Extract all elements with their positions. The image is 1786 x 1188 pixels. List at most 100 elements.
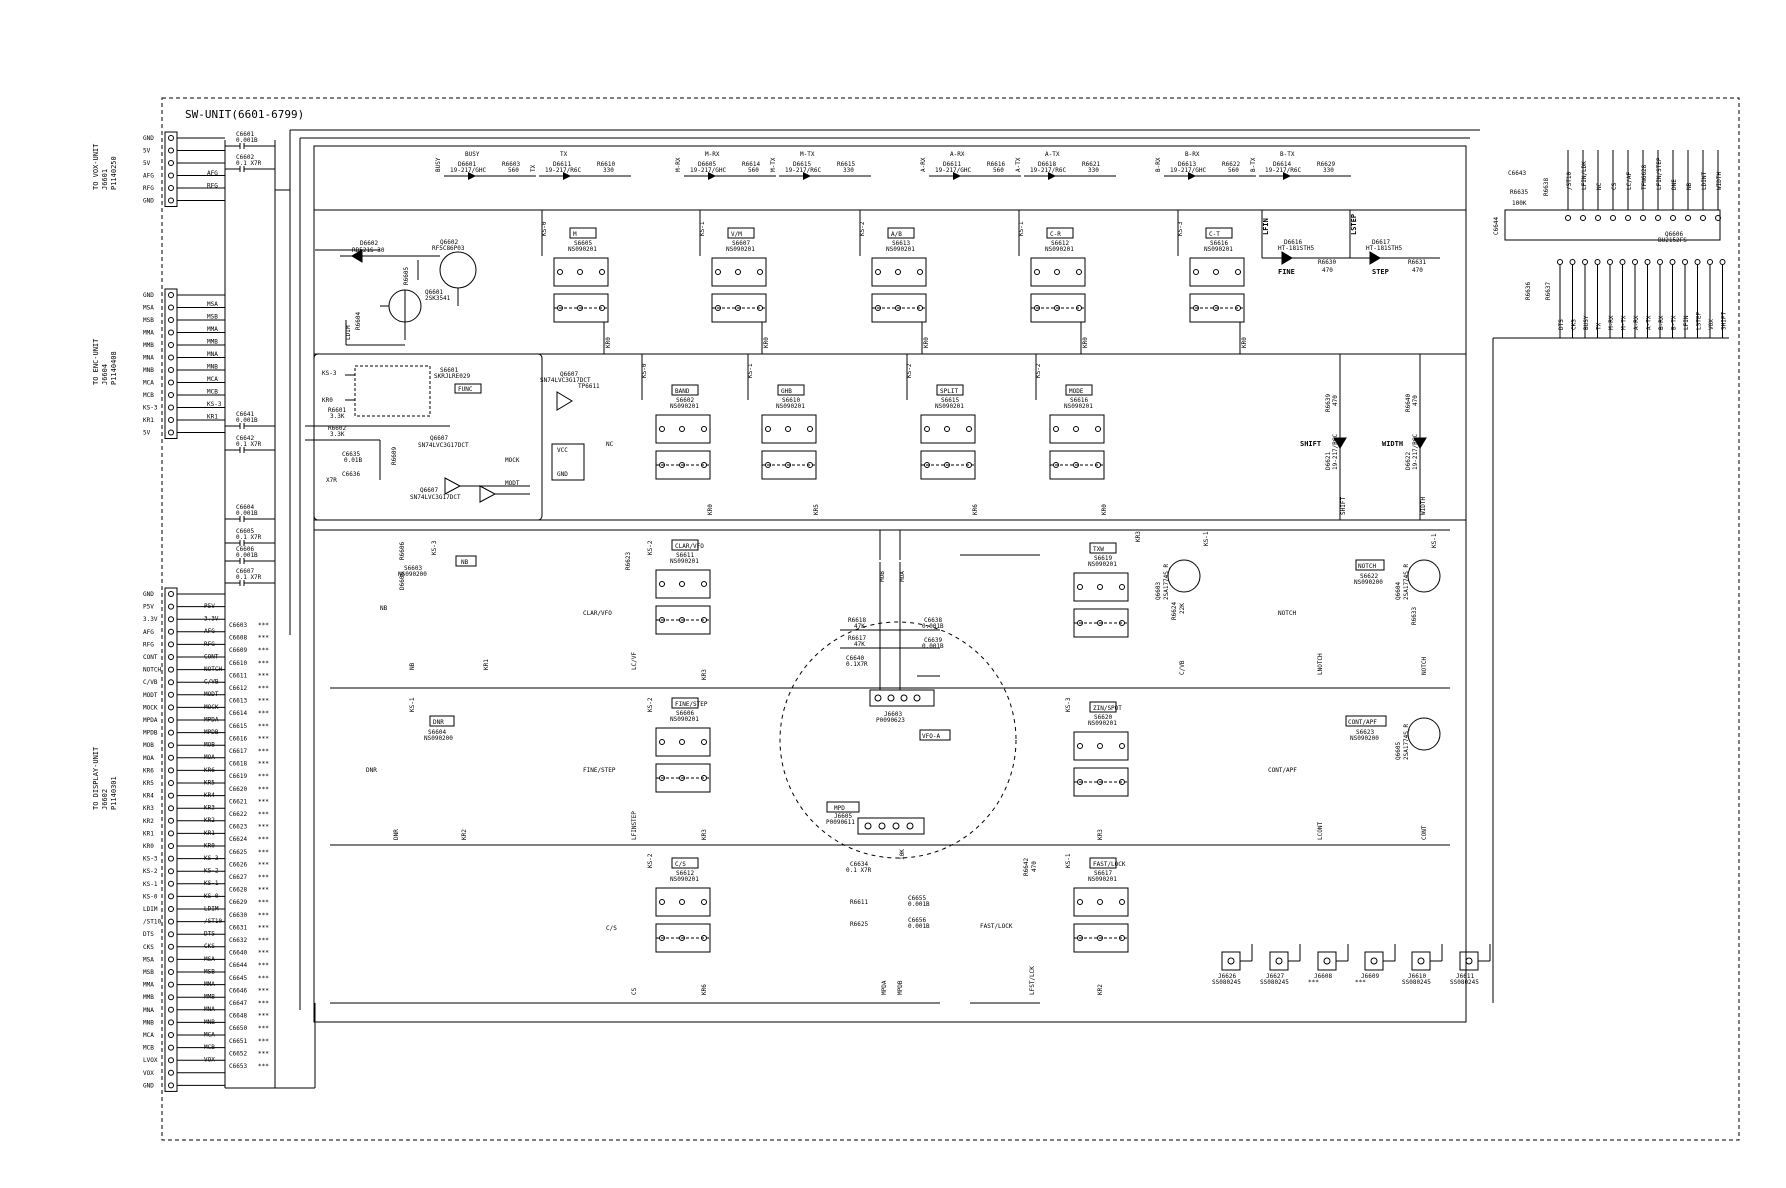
display-cap-value: *** — [258, 1038, 269, 1045]
display-cap-ref: C6650 — [229, 1025, 247, 1032]
q-ref: Q6604 — [1395, 582, 1402, 600]
display-net-label: KS-3 — [204, 855, 219, 862]
enc-pin-label: 5V — [143, 430, 151, 437]
display-net-label: RFG — [204, 641, 215, 648]
kr-net: KR0 — [923, 337, 930, 348]
display-pin — [168, 691, 174, 698]
enc-net-label: MMA — [207, 326, 218, 333]
display-net-label: VOX — [204, 1057, 215, 1064]
display-pin — [168, 754, 174, 761]
switch-ref: S6606 — [676, 710, 694, 717]
display-net-label: LDIM — [204, 905, 219, 912]
display-pin — [168, 717, 174, 723]
ic-top-pin: WIDTH — [1716, 172, 1723, 190]
switch-pin — [557, 269, 563, 275]
led-res: R6616 — [987, 161, 1005, 168]
display-net-label: MODT — [204, 691, 219, 698]
ic-pin — [1715, 215, 1721, 221]
switch-name: FINE/STEP — [675, 701, 708, 708]
display-cap-ref: C6630 — [229, 912, 247, 919]
led-label: A-TX — [1045, 151, 1060, 158]
jumper-body — [1317, 951, 1337, 971]
enc-net-label: MNB — [207, 364, 218, 371]
led-label: CLAR/VFO — [583, 610, 612, 617]
switch-pin — [1119, 779, 1125, 785]
display-pin — [168, 981, 174, 988]
net: NB — [409, 662, 416, 670]
display-pin — [168, 956, 174, 963]
svg-text:0.001B: 0.001B — [922, 623, 944, 630]
display-pin — [168, 1019, 174, 1026]
switch-pin — [1076, 269, 1082, 275]
switch-pin — [679, 775, 685, 781]
switch-pin — [1073, 462, 1079, 468]
led-label: FINE/STEP — [583, 767, 616, 774]
led-label: NOTCH — [1278, 610, 1296, 617]
switch-ref: S6610 — [782, 397, 800, 404]
display-cap-value: *** — [258, 761, 269, 768]
display-pin-label: LVOX — [143, 1057, 158, 1064]
switch-part: NS090201 — [670, 716, 699, 723]
switch-pin — [875, 305, 881, 311]
ic-pin — [1594, 259, 1601, 265]
vfo-a-label: VFO-A — [922, 733, 940, 740]
display-cap-ref: C6632 — [229, 937, 247, 944]
cap-value: 0.001B — [236, 552, 258, 559]
display-net-label: MMB — [204, 994, 215, 1001]
switch-name-box — [671, 857, 699, 869]
ks-net: KS-0 — [641, 363, 648, 378]
cap-ref: C6641 — [236, 411, 254, 418]
display-pin — [168, 880, 174, 887]
display-pin-label: KS-2 — [143, 868, 158, 875]
led-label: FAST/LOCK — [980, 923, 1013, 930]
display-pin-label: KR0 — [143, 843, 154, 850]
switch-pin — [659, 775, 665, 781]
switch-ref: S6612 — [676, 870, 694, 877]
ic-pin — [1595, 215, 1601, 221]
display-pin-label: MCB — [143, 1045, 154, 1052]
svg-text:D6602: D6602 — [360, 240, 378, 247]
display-cap-ref: C6640 — [229, 950, 247, 957]
kr-net: KR0 — [707, 504, 714, 515]
switch-pin — [1034, 269, 1040, 275]
ks-net: KS-2 — [647, 853, 654, 868]
switch-name-box — [429, 715, 455, 727]
switch-part: NS090201 — [886, 246, 915, 253]
display-pin — [168, 603, 174, 610]
switch-pin — [765, 426, 771, 432]
ic-pin — [1707, 259, 1713, 265]
switch-name-box — [671, 384, 699, 396]
switch-name: C-T — [1209, 231, 1220, 238]
led-res-value: 330 — [1088, 167, 1099, 174]
enc-net-label: MCB — [207, 389, 218, 396]
q-ref: Q6605 — [1395, 742, 1402, 760]
switch-name: DNR — [433, 719, 444, 726]
display-cap-value: *** — [258, 937, 269, 944]
cap-value: 0.1 X7R — [236, 574, 262, 581]
led-label: M-RX — [705, 151, 720, 158]
unit-title: SW-UNIT(6601-6799) — [185, 108, 304, 121]
shift-width-leds: SHIFT WIDTH R6639 470 R6640 470 D6621 19… — [1300, 354, 1427, 520]
switch-pin — [966, 462, 972, 468]
ic-pin — [1557, 259, 1563, 265]
svg-text:KR0: KR0 — [322, 397, 333, 404]
kr-net: KR6 — [701, 984, 708, 995]
ks-net: KS-3 — [1177, 221, 1184, 236]
svg-text:0.001B: 0.001B — [908, 923, 930, 930]
display-pin-label: /ST10 — [143, 919, 161, 926]
display-pin — [168, 591, 174, 597]
switch-part: NS090201 — [1088, 561, 1117, 568]
ks-net: KS-1 — [747, 363, 754, 378]
fine-step-leds: LFIN LSTEP D6616 HT-181STH5 FINE R6630 4… — [1261, 210, 1440, 276]
display-pin — [168, 969, 174, 975]
jumper-pin — [1323, 957, 1331, 965]
svg-text:C6638: C6638 — [924, 617, 942, 624]
led-label: BUSY — [465, 151, 480, 158]
enc-pin-label: MNB — [143, 367, 154, 374]
ic-bottom-pin: LSTEP — [1696, 312, 1703, 330]
